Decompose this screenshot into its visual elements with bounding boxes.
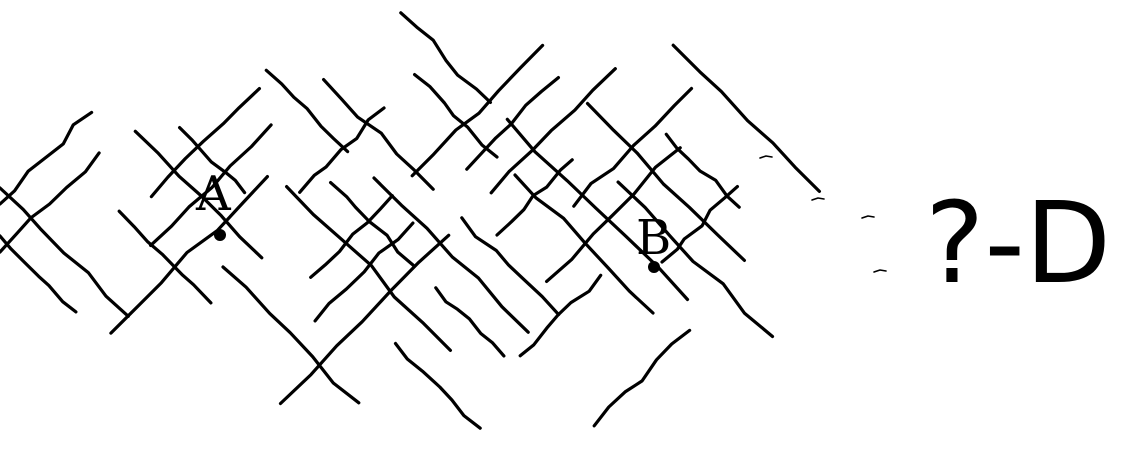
grid-line <box>315 223 413 321</box>
grid-line <box>462 218 559 315</box>
point-a-dot <box>214 229 226 241</box>
question-caption: ?-D <box>925 179 1111 309</box>
grid-line <box>396 344 481 429</box>
grid-line <box>401 13 491 103</box>
grid-line <box>0 112 92 204</box>
grid-line <box>0 236 76 312</box>
grid-line <box>594 330 689 425</box>
stray-mark <box>874 270 886 272</box>
stray-mark <box>812 198 824 200</box>
grid-line <box>331 183 413 265</box>
grid-line <box>0 188 128 316</box>
stray-mark <box>862 216 874 218</box>
grid-line <box>311 196 393 278</box>
grid-line <box>673 45 819 191</box>
grid-line <box>119 211 211 303</box>
grid-line <box>374 178 528 332</box>
point-a-label: A <box>195 166 232 222</box>
grid-line <box>491 69 615 193</box>
hand-drawn-grid <box>0 13 886 428</box>
grid-line <box>324 80 434 190</box>
grid-line <box>415 75 497 157</box>
grid-line <box>266 70 347 151</box>
stray-mark <box>760 156 772 158</box>
point-b-label: B <box>636 210 671 266</box>
grid-line <box>111 177 268 334</box>
grid-line <box>662 187 737 262</box>
grid-line <box>300 108 384 192</box>
grid-line <box>223 267 359 403</box>
